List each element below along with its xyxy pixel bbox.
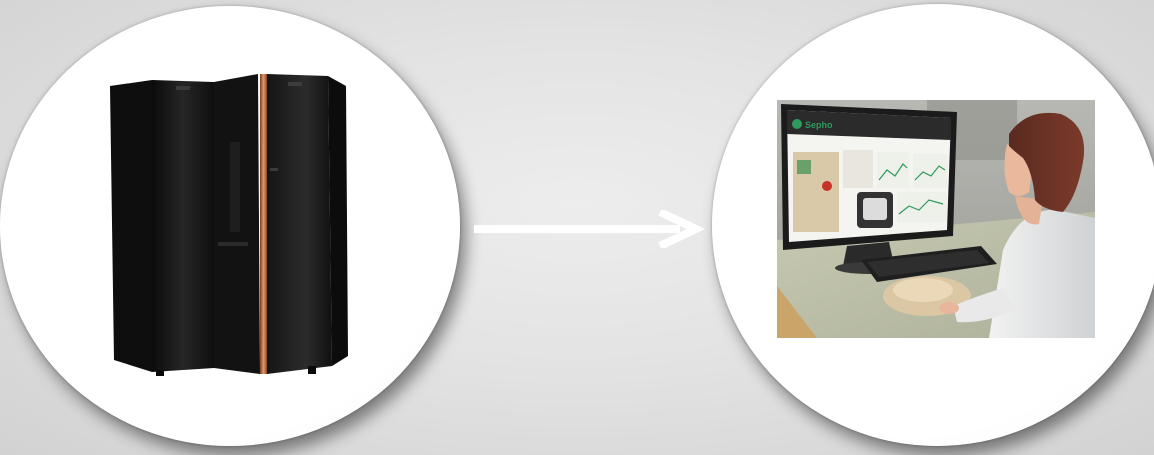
monitor: Sepho (781, 104, 957, 250)
brand-badge-left (176, 86, 190, 90)
brand-badge-right (288, 82, 302, 86)
screen-logo: Sepho (805, 120, 833, 130)
right-arrow-icon (470, 210, 706, 248)
copper-stripe (260, 74, 267, 374)
clinician-workstation-photo: Sepho (777, 100, 1095, 338)
mainframe-cabinet-image (110, 72, 360, 382)
